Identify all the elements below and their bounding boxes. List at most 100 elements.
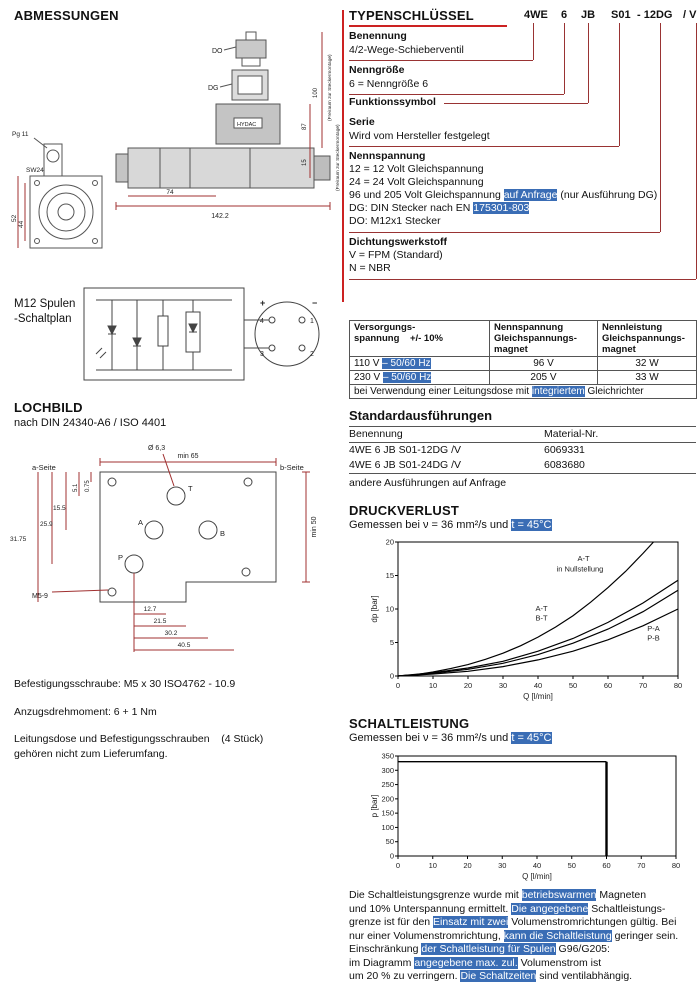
supply-table-footer: bei Verwendung einer Leitungsdose mit in…: [349, 384, 697, 399]
ts-nennspannung-line-1: 24 = 24 Volt Gleichspannung: [349, 176, 484, 188]
table-row: 4WE 6 JB S01-12DG /V 6069331: [349, 443, 696, 458]
dim-52-label: 52: [11, 214, 18, 222]
lochbild-subtitle: nach DIN 24340-A6 / ISO 4401: [14, 417, 167, 429]
dim-51-label: 5.1: [73, 483, 79, 492]
svg-text:20: 20: [464, 681, 472, 690]
dim-142-label: 142.2: [211, 213, 229, 220]
svg-text:50: 50: [386, 837, 394, 846]
standard-col1-header: Benennung: [349, 428, 403, 440]
supply-cell-0-0: 110 V – 50/60 Hz: [349, 356, 490, 371]
svg-text:0: 0: [390, 852, 394, 861]
para-line-2: grenze ist für den Einsatz mit zwei Volu…: [349, 916, 677, 928]
svg-text:0: 0: [390, 672, 394, 681]
lieferumfang-note-2: gehören nicht zum Lieferumfang.: [14, 748, 168, 760]
brand-label: HYDAC: [237, 122, 256, 128]
type-code-part-4: - 12DG: [637, 9, 673, 21]
sw24-label: SW24: [26, 167, 44, 174]
port-t-label: T: [188, 484, 193, 493]
typenschluessel-title: TYPENSCHLÜSSEL: [349, 8, 474, 23]
svg-text:70: 70: [637, 861, 645, 870]
lochbild-title: LOCHBILD: [14, 400, 83, 415]
supply-cell-1-2: 33 W: [597, 370, 697, 385]
anzugsdrehmoment-note: Anzugsdrehmoment: 6 + 1 Nm: [14, 706, 157, 718]
port-a-label: A: [138, 518, 143, 527]
connector-hline-4: [349, 232, 660, 233]
svg-text:0: 0: [396, 861, 400, 870]
abmessungen-title: ABMESSUNGEN: [14, 8, 119, 23]
supply-col-header-0: Versorgungs- spannung +/- 10%: [349, 320, 490, 357]
supply-cell-0-1: 96 V: [489, 356, 598, 371]
svg-text:60: 60: [604, 681, 612, 690]
svg-text:50: 50: [569, 681, 577, 690]
dim-075-label: 0.75: [85, 480, 91, 492]
m12-circuit-diagram: + − 1 2 3 4: [83, 287, 320, 381]
svg-text:20: 20: [463, 861, 471, 870]
ts-nennspannung-label: Nennspannung: [349, 150, 426, 162]
do-label: DO: [212, 48, 223, 55]
minus-label: −: [312, 298, 317, 308]
druckverlust-title: DRUCKVERLUST: [349, 503, 460, 518]
pg11-label: Pg 11: [12, 131, 29, 138]
svg-text:80: 80: [674, 681, 682, 690]
dim-15-label: 15: [302, 159, 308, 166]
dim-44-label: 44: [18, 220, 25, 228]
para-line-5: im Diagramm angegebene max. zul. Volumen…: [349, 956, 602, 969]
table-row: 230 V – 50/60 Hz 205 V 33 W: [349, 370, 697, 385]
valve-side-view: [115, 31, 331, 210]
svg-text:80: 80: [672, 861, 680, 870]
connector-vline-3: [619, 23, 620, 146]
svg-text:P-B: P-B: [647, 633, 660, 642]
dim-259-label: 25.9: [40, 521, 53, 528]
ts-nennspannung-line-4: DO: M12x1 Stecker: [349, 215, 441, 227]
para-line-4: Einschränkung der Schaltleistung für Spu…: [349, 943, 610, 955]
svg-text:20: 20: [386, 538, 394, 547]
port-b-label: B: [220, 529, 225, 538]
m12-label-line2: -Schaltplan: [14, 313, 72, 325]
ts-funktionssymbol-label: Funktionssymbol: [349, 96, 436, 108]
dim-74-label: 74: [166, 189, 174, 196]
supply-col-header-2: Nennleistung Gleichspannungs- magnet: [597, 320, 697, 357]
table-row: 4WE 6 JB S01-24DG /V 6083680: [349, 458, 696, 474]
typenschluessel-section: TYPENSCHLÜSSEL 4WE 6 JB S01 - 12DG / V B…: [342, 8, 697, 308]
dim-302-label: 30.2: [165, 630, 178, 637]
connector-hline-2: [444, 103, 588, 104]
svg-text:A-T: A-T: [577, 554, 590, 563]
pin-2-label: 2: [310, 351, 314, 358]
min65-label: min 65: [177, 453, 198, 460]
svg-text:30: 30: [498, 861, 506, 870]
standard-cell-0-1: 6069331: [544, 444, 585, 456]
table-row: 110 V – 50/60 Hz 96 V 32 W: [349, 356, 697, 371]
dimension-drawing: Pg 11 SW24 52 44 DO DG HYDAC 74 142.2 10…: [11, 31, 340, 249]
type-code-part-1: 6: [561, 9, 568, 21]
a-seite-label: a-Seite: [32, 463, 56, 472]
type-code-part-2: JB: [581, 9, 596, 21]
connector-vline-2: [588, 23, 589, 103]
standard-header-row: Benennung Material-Nr.: [349, 427, 696, 443]
connector-vline-5: [696, 23, 697, 279]
standard-cell-1-1: 6083680: [544, 459, 585, 471]
svg-text:Q [l/min]: Q [l/min]: [522, 872, 552, 881]
connector-hline-1: [349, 94, 564, 95]
svg-text:30: 30: [499, 681, 507, 690]
befestigungsschraube-note: Befestigungsschraube: M5 x 30 ISO4762 - …: [14, 678, 236, 690]
svg-text:40: 40: [533, 861, 541, 870]
svg-text:dp [bar]: dp [bar]: [370, 595, 379, 622]
supply-cell-1-0: 230 V – 50/60 Hz: [349, 370, 490, 385]
dim-215-label: 21.5: [154, 618, 167, 625]
svg-text:10: 10: [429, 861, 437, 870]
svg-text:p [bar]: p [bar]: [370, 795, 379, 818]
ts-nenngroesse-label: Nenngröße: [349, 64, 405, 76]
svg-text:40: 40: [534, 681, 542, 690]
svg-text:A-T: A-T: [535, 604, 548, 613]
svg-text:150: 150: [381, 809, 394, 818]
schaltleistung-title: SCHALTLEISTUNG: [349, 716, 470, 731]
svg-text:in Nullstellung: in Nullstellung: [557, 564, 604, 573]
freiraum-label-1: (Freiraum zur Steckermontage): [327, 54, 333, 121]
diameter-label: Ø 6,3: [148, 445, 165, 452]
ts-dichtungswerkstoff-label: Dichtungswerkstoff: [349, 236, 448, 248]
pin-1-label: 1: [310, 318, 314, 325]
standard-title: Standardausführungen: [349, 408, 696, 427]
connector-vline-4: [660, 23, 661, 232]
dim-87-label: 87: [302, 123, 308, 130]
plug-flange-view: [17, 137, 103, 249]
